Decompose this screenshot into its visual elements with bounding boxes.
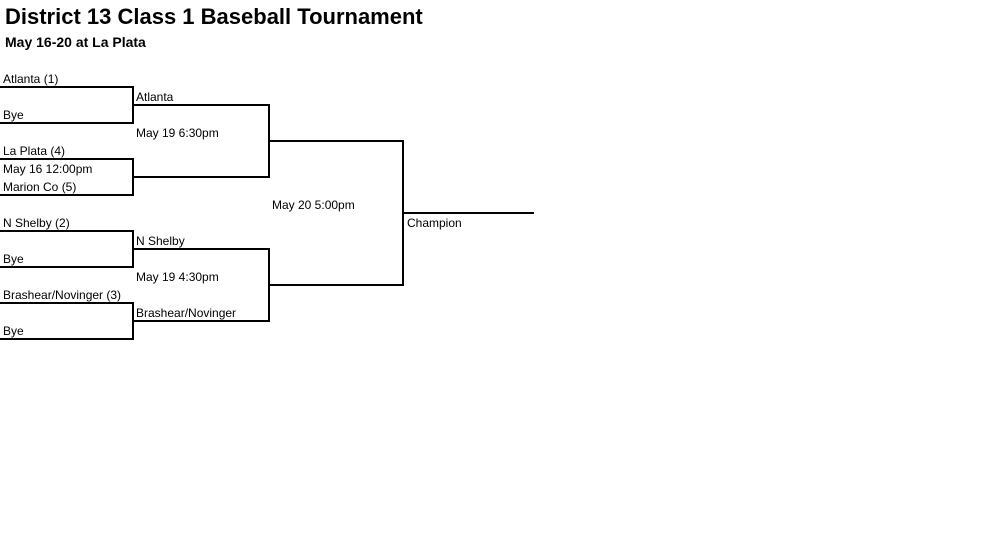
bracket-line	[132, 176, 270, 178]
page-subtitle: May 16-20 at La Plata	[5, 34, 146, 50]
bracket-line	[0, 338, 134, 340]
bracket-line	[132, 248, 270, 250]
team-atlanta: Atlanta	[136, 90, 174, 104]
team-brashear-seed: Brashear/Novinger (3)	[3, 288, 122, 302]
team-atlanta-seed: Atlanta (1)	[3, 72, 59, 86]
team-la-plata-seed: La Plata (4)	[3, 144, 66, 158]
team-bye-3: Bye	[3, 324, 24, 338]
bracket-line	[0, 86, 134, 88]
bracket-line	[0, 122, 134, 124]
champion-line	[402, 212, 534, 214]
team-bye-2: Bye	[3, 252, 24, 266]
bracket-line	[268, 284, 404, 286]
bracket-line	[132, 104, 270, 106]
bracket-line	[0, 194, 134, 196]
team-n-shelby: N Shelby	[136, 234, 185, 248]
bracket-line	[0, 158, 134, 160]
team-brashear-novinger: Brashear/Novinger	[136, 306, 237, 320]
game-time-final: May 20 5:00pm	[272, 198, 355, 212]
game-time-s2: May 19 4:30pm	[136, 270, 219, 284]
bracket-line	[0, 302, 134, 304]
champion-label: Champion	[407, 216, 462, 230]
team-n-shelby-seed: N Shelby (2)	[3, 216, 70, 230]
game-time-s1: May 19 6:30pm	[136, 126, 219, 140]
bracket-line	[132, 320, 270, 322]
page-title: District 13 Class 1 Baseball Tournament	[5, 4, 423, 29]
game-time-g2: May 16 12:00pm	[3, 162, 93, 176]
team-bye-1: Bye	[3, 108, 24, 122]
bracket-line	[268, 140, 404, 142]
bracket-line	[0, 266, 134, 268]
bracket-line	[0, 230, 134, 232]
team-marion-co-seed: Marion Co (5)	[3, 180, 77, 194]
